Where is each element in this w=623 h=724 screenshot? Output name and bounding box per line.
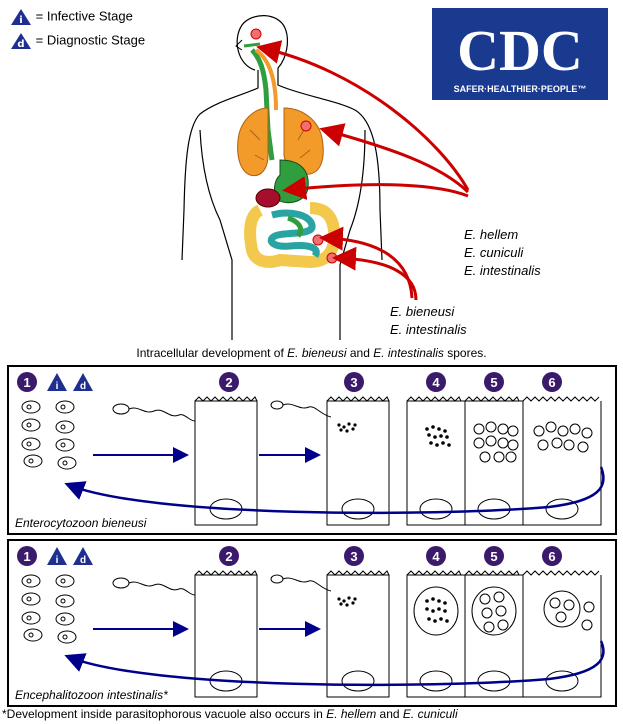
panel-2-lifecycle: 1 i d 2 3 4 5 6 <box>9 541 615 705</box>
diagnostic-stage-icon: d <box>73 547 93 566</box>
panel-title: Enterocytozoon bieneusi <box>15 516 146 530</box>
species-label: E. intestinalis <box>390 321 467 339</box>
svg-text:2: 2 <box>225 375 232 390</box>
svg-text:6: 6 <box>548 549 555 564</box>
panel-1-lifecycle: 1 i d 2 3 4 5 6 <box>9 367 615 533</box>
sporonts <box>474 422 518 462</box>
step-badge-4: 4 <box>426 546 446 566</box>
spores-cluster <box>22 575 76 643</box>
infection-arrows <box>0 0 623 345</box>
step-badge-5: 5 <box>484 372 504 392</box>
species-label: E. intestinalis <box>464 262 541 280</box>
infective-stage-icon: i <box>47 373 67 392</box>
svg-text:1: 1 <box>23 549 30 564</box>
mature-spores <box>550 598 594 630</box>
species-group-b: E. bieneusi E. intestinalis <box>390 303 467 339</box>
svg-text:d: d <box>80 381 86 392</box>
step-badge-3: 3 <box>344 372 364 392</box>
meront-dots <box>425 425 451 447</box>
enterocyte-cell <box>195 397 257 525</box>
step-badge-5: 5 <box>484 546 504 566</box>
germinating-spore <box>113 404 195 421</box>
step-badge-2: 2 <box>219 372 239 392</box>
step-badge-6: 6 <box>542 372 562 392</box>
panel-encephalitozoon: 1 i d 2 3 4 5 6 <box>7 539 617 707</box>
panel-title: Encephalitozoon intestinalis* <box>15 688 168 702</box>
enterocyte-cell <box>195 571 257 697</box>
svg-text:5: 5 <box>490 375 497 390</box>
svg-text:3: 3 <box>350 375 357 390</box>
diagram-caption: Intracellular development of E. bieneusi… <box>0 346 623 360</box>
svg-text:4: 4 <box>432 375 440 390</box>
sporonts <box>480 592 508 632</box>
diagnostic-stage-icon: d <box>73 373 93 392</box>
enterocyte-group <box>407 571 601 697</box>
spores-cluster <box>22 401 76 469</box>
step-badge-1: 1 <box>17 372 37 392</box>
svg-text:i: i <box>56 381 59 392</box>
step-badge-1: 1 <box>17 546 37 566</box>
species-label: E. hellem <box>464 226 541 244</box>
mature-spores <box>534 422 592 452</box>
species-label: E. cuniculi <box>464 244 541 262</box>
svg-text:3: 3 <box>350 549 357 564</box>
sporoplasm-dots <box>337 422 356 432</box>
species-label: E. bieneusi <box>390 303 467 321</box>
step-badge-6: 6 <box>542 546 562 566</box>
step-badge-4: 4 <box>426 372 446 392</box>
enterocyte-cell <box>271 571 389 697</box>
step-badge-3: 3 <box>344 546 364 566</box>
enterocyte-cell <box>271 397 389 525</box>
enterocyte-group <box>407 397 601 525</box>
species-group-a: E. hellem E. cuniculi E. intestinalis <box>464 226 541 280</box>
germinating-spore <box>113 578 195 595</box>
svg-text:5: 5 <box>490 549 497 564</box>
panel-enterocytozoon: 1 i d 2 3 4 5 6 <box>7 365 617 535</box>
svg-text:2: 2 <box>225 549 232 564</box>
meront-dots <box>425 597 449 623</box>
infective-stage-icon: i <box>47 547 67 566</box>
svg-text:d: d <box>80 555 86 566</box>
svg-text:i: i <box>56 555 59 566</box>
step-badge-2: 2 <box>219 546 239 566</box>
svg-text:6: 6 <box>548 375 555 390</box>
footnote: *Development inside parasitophorous vacu… <box>2 707 458 721</box>
svg-text:4: 4 <box>432 549 440 564</box>
sporoplasm-dots <box>337 596 356 606</box>
svg-text:1: 1 <box>23 375 30 390</box>
